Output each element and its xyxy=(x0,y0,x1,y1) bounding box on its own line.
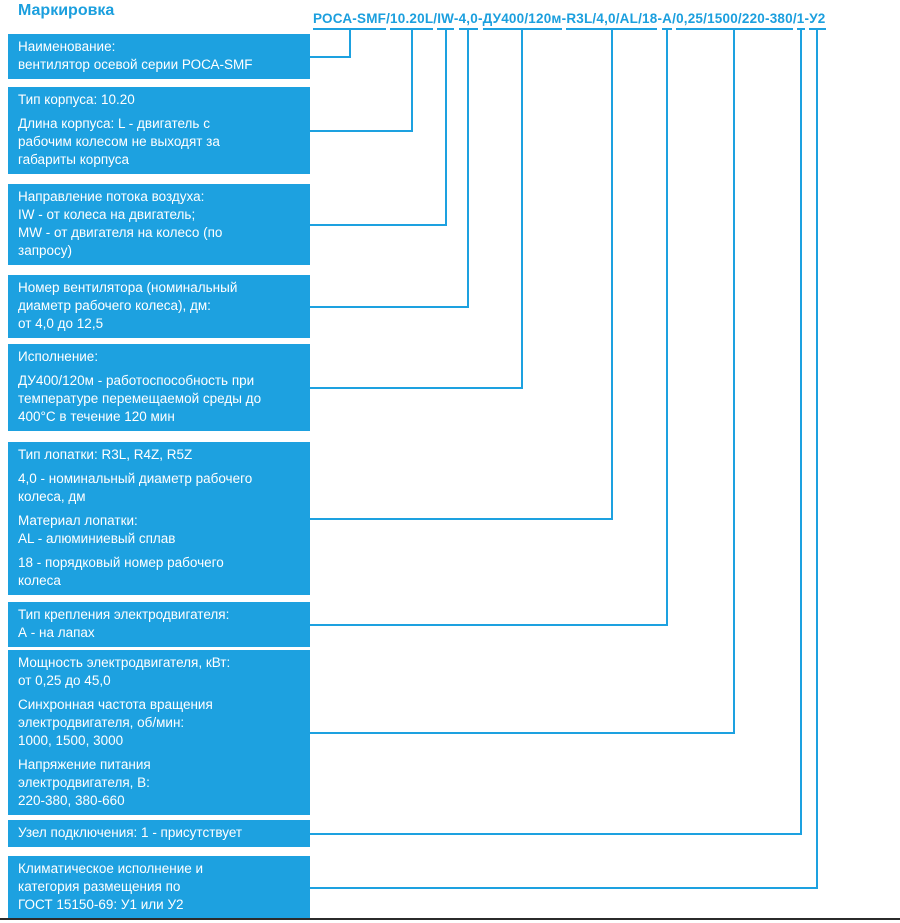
connector-line-1 xyxy=(310,29,351,58)
box-paragraph: Тип корпуса: 10.20 xyxy=(18,92,135,107)
marking-box-airflow-direction: Направление потока воздуха: IW - от коле… xyxy=(8,184,310,265)
code-segment-6: R3L/4,0/AL/18 xyxy=(566,11,658,30)
marking-code: РОСА-SMF/10.20L/IW-4,0-ДУ400/120м-R3L/4,… xyxy=(313,11,826,30)
box-paragraph: Номер вентилятора (номинальный диаметр р… xyxy=(18,280,238,331)
box-paragraph: 4,0 - номинальный диаметр рабочего колес… xyxy=(18,471,253,504)
connector-line-2 xyxy=(310,29,413,132)
code-segment-4: 4,0 xyxy=(458,11,478,30)
box-paragraph: ДУ400/120м - работоспособность при темпе… xyxy=(18,373,262,424)
box-paragraph: Тип лопатки: R3L, R4Z, R5Z xyxy=(18,447,193,462)
code-separator: - xyxy=(657,11,663,26)
connector-line-3 xyxy=(310,29,447,226)
box-paragraph: Материал лопатки: AL - алюминиевый сплав xyxy=(18,513,176,546)
code-separator: - xyxy=(561,11,567,26)
marking-box-connection-unit: Узел подключения: 1 - присутствует xyxy=(8,820,310,847)
code-separator: / xyxy=(792,11,797,26)
connector-line-8 xyxy=(310,29,735,734)
code-segment-5: ДУ400/120м xyxy=(482,11,562,30)
box-paragraph: 18 - порядковый номер рабочего колеса xyxy=(18,555,224,588)
marking-box-fan-number: Номер вентилятора (номинальный диаметр р… xyxy=(8,275,310,338)
code-segment-10: У2 xyxy=(809,11,826,30)
bottom-rule xyxy=(0,918,900,920)
marking-box-product-name: Наименование: вентилятор осевой серии РО… xyxy=(8,34,310,79)
box-paragraph: Синхронная частота вращения электродвига… xyxy=(18,697,213,748)
code-separator: / xyxy=(386,11,391,26)
code-separator: - xyxy=(477,11,483,26)
box-paragraph: Климатическое исполнение и категория раз… xyxy=(18,861,204,912)
connector-line-10 xyxy=(310,29,818,889)
box-paragraph: Наименование: вентилятор осевой серии РО… xyxy=(18,39,253,72)
marking-box-motor-power: Мощность электродвигателя, кВт: от 0,25 … xyxy=(8,650,310,815)
code-segment-2: 10.20L xyxy=(390,11,434,30)
box-paragraph: Мощность электродвигателя, кВт: от 0,25 … xyxy=(18,655,231,688)
connector-line-5 xyxy=(310,29,523,389)
connector-line-7 xyxy=(310,29,668,626)
code-separator: - xyxy=(804,11,810,26)
box-paragraph: Направление потока воздуха: IW - от коле… xyxy=(18,189,223,258)
marking-box-execution: Исполнение: ДУ400/120м - работоспособност… xyxy=(8,344,310,431)
box-paragraph: Узел подключения: 1 - присутствует xyxy=(18,825,243,840)
connector-line-6 xyxy=(310,29,613,520)
box-paragraph: Тип крепления электродвигателя: А - на л… xyxy=(18,607,230,640)
page-title: Маркировка xyxy=(18,2,115,19)
marking-box-climatic: Климатическое исполнение и категория раз… xyxy=(8,856,310,919)
code-segment-7: А xyxy=(662,11,673,30)
marking-box-motor-mounting: Тип крепления электродвигателя: А - на л… xyxy=(8,602,310,647)
code-segment-3: IW xyxy=(437,11,454,30)
code-segment-1: РОСА-SMF xyxy=(313,11,387,30)
code-segment-9: 1 xyxy=(796,11,805,30)
box-paragraph: Напряжение питания электродвигателя, В: … xyxy=(18,757,151,808)
code-separator: / xyxy=(433,11,438,26)
code-separator: - xyxy=(453,11,459,26)
code-segment-8: 0,25/1500/220-380 xyxy=(676,11,793,30)
box-paragraph: Длина корпуса: L - двигатель с рабочим к… xyxy=(18,116,220,167)
connector-line-4 xyxy=(310,29,469,308)
box-paragraph: Исполнение: xyxy=(18,349,99,364)
code-separator: / xyxy=(672,11,677,26)
marking-box-blade: Тип лопатки: R3L, R4Z, R5Z 4,0 - номиналь… xyxy=(8,442,310,595)
connector-line-9 xyxy=(310,29,802,835)
